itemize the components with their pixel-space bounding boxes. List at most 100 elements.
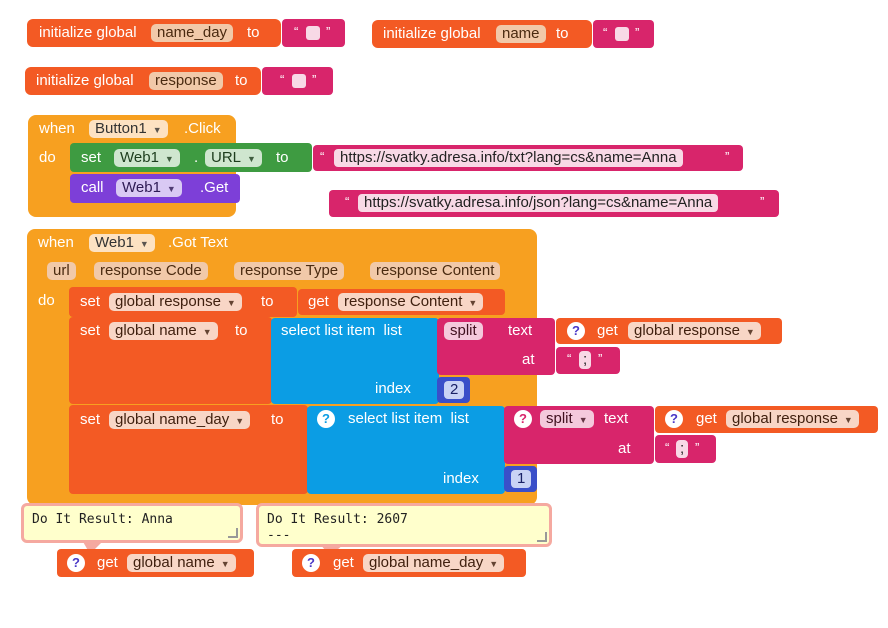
number-field[interactable]: 2: [444, 381, 465, 399]
variable-dropdown[interactable]: global name_day▼: [363, 554, 505, 572]
component-dropdown[interactable]: Button1▼: [89, 120, 168, 138]
variable-dropdown[interactable]: global response▼: [726, 410, 859, 428]
separator-field[interactable]: ;: [579, 351, 592, 369]
empty-string-block[interactable]: “ ”: [282, 19, 345, 47]
component-dropdown[interactable]: Web1▼: [116, 179, 182, 197]
split-dropdown[interactable]: split▼: [540, 410, 594, 428]
do-label: do: [39, 149, 56, 166]
init-global-response-block[interactable]: initialize global response to: [25, 67, 261, 95]
variable-name: global response: [732, 410, 838, 427]
empty-string-block[interactable]: “ ”: [262, 67, 333, 95]
empty-string-field[interactable]: [306, 26, 320, 40]
variable-name-field[interactable]: response: [149, 72, 223, 90]
empty-string-field[interactable]: [292, 74, 306, 88]
number-field[interactable]: 1: [511, 470, 532, 488]
question-mark-icon[interactable]: ?: [302, 554, 320, 572]
variable-dropdown[interactable]: response Content▼: [338, 293, 484, 311]
question-mark-icon[interactable]: ?: [514, 410, 532, 428]
variable-dropdown[interactable]: global response ▼: [628, 322, 761, 340]
chevron-down-icon: ▼: [489, 559, 499, 569]
set-label: set: [80, 293, 101, 310]
chevron-down-icon: ▼: [139, 239, 149, 249]
variable-dropdown[interactable]: global name_day▼: [109, 411, 251, 429]
list-label: list: [383, 322, 402, 339]
chevron-down-icon: ▼: [247, 154, 256, 164]
text-label: text: [604, 410, 629, 427]
separator-field[interactable]: ;: [676, 440, 689, 458]
init-global-name-block[interactable]: initialize global name to: [372, 20, 592, 48]
param-response-code[interactable]: response Code: [94, 262, 208, 280]
event-name: .Click: [184, 120, 221, 137]
url-string-field[interactable]: https://svatky.adresa.info/txt?lang=cs&n…: [334, 149, 683, 167]
to-label: to: [235, 72, 248, 89]
select-list-item-block[interactable]: select list item list index: [271, 318, 439, 404]
at-label: at: [522, 351, 535, 368]
loose-json-url-text-block[interactable]: “ https://svatky.adresa.info/json?lang=c…: [329, 190, 779, 217]
variable-name: global response: [634, 322, 740, 339]
init-label: initialize global: [383, 25, 481, 42]
to-label: to: [235, 322, 248, 339]
variable-dropdown[interactable]: global name▼: [109, 322, 218, 340]
open-quote: “: [567, 351, 572, 366]
component-dropdown[interactable]: Web1 ▼: [89, 234, 155, 252]
get-global-name-day-block[interactable]: ? get global name_day▼: [292, 549, 526, 577]
param-url[interactable]: url: [47, 262, 76, 280]
separator-text-block[interactable]: “ ; ”: [556, 347, 620, 374]
do-it-result-bubble: Do It Result: 2607 ---: [256, 503, 552, 547]
question-mark-icon[interactable]: ?: [567, 322, 585, 340]
split-dropdown[interactable]: split: [444, 322, 483, 340]
variable-dropdown[interactable]: global response▼: [109, 293, 242, 311]
variable-name-field[interactable]: name_day: [151, 24, 234, 42]
chevron-down-icon: ▼: [202, 327, 212, 337]
split-block[interactable]: ? split▼ text at: [504, 406, 654, 464]
set-global-name-block[interactable]: set global name▼ to: [69, 317, 272, 404]
to-label: to: [556, 25, 569, 42]
property-dropdown[interactable]: URL▼: [205, 149, 262, 167]
list-label: list: [450, 410, 469, 427]
get-global-response-block[interactable]: ? get global response▼: [655, 406, 878, 433]
get-global-name-block[interactable]: ? get global name▼: [57, 549, 254, 577]
chevron-down-icon: ▼: [152, 125, 162, 135]
set-global-response-block[interactable]: set global response▼ to: [69, 287, 297, 317]
split-label: split: [546, 410, 573, 427]
get-global-response-block[interactable]: ? get global response ▼: [556, 318, 782, 344]
open-quote: “: [665, 440, 670, 455]
empty-string-block[interactable]: “ ”: [593, 20, 654, 48]
init-label: initialize global: [39, 24, 137, 41]
close-quote: ”: [725, 149, 730, 164]
select-list-item-block[interactable]: ? select list item list index: [307, 406, 505, 494]
call-label: call: [81, 179, 104, 196]
question-mark-icon[interactable]: ?: [665, 410, 683, 428]
open-quote: “: [603, 25, 608, 40]
empty-string-field[interactable]: [615, 27, 629, 41]
number-block[interactable]: 2: [437, 377, 470, 403]
set-global-name-day-block[interactable]: set global name_day▼ to: [69, 405, 308, 494]
get-response-content-block[interactable]: get response Content▼: [298, 289, 505, 315]
component-name: Web1: [95, 234, 134, 251]
variable-name: global response: [115, 293, 221, 310]
number-block[interactable]: 1: [504, 466, 537, 492]
get-label: get: [597, 322, 618, 339]
question-mark-icon[interactable]: ?: [317, 410, 335, 428]
variable-name-field[interactable]: name: [496, 25, 546, 43]
event-name: .Got Text: [168, 234, 228, 251]
split-block[interactable]: split text at: [437, 318, 555, 375]
variable-dropdown[interactable]: global name▼: [127, 554, 236, 572]
call-web1-get-block[interactable]: call Web1▼ .Get: [70, 174, 240, 203]
chevron-down-icon: ▼: [220, 559, 230, 569]
resize-handle[interactable]: [228, 528, 238, 538]
question-mark-icon[interactable]: ?: [67, 554, 85, 572]
set-web1-url-block[interactable]: set Web1▼ . URL▼ to: [70, 143, 312, 172]
param-response-content[interactable]: response Content: [370, 262, 501, 280]
separator-text-block[interactable]: “ ; ”: [655, 435, 716, 463]
chevron-down-icon: ▼: [745, 327, 755, 337]
select-label: select list item: [348, 410, 443, 427]
resize-handle[interactable]: [537, 532, 547, 542]
init-global-name-day-block[interactable]: initialize global name_day to: [27, 19, 281, 47]
do-label: do: [38, 292, 55, 309]
result-separator: ---: [267, 528, 291, 543]
url-string-field[interactable]: https://svatky.adresa.info/json?lang=cs&…: [358, 194, 719, 212]
param-response-type[interactable]: response Type: [234, 262, 345, 280]
url-text-block[interactable]: “ https://svatky.adresa.info/txt?lang=cs…: [313, 145, 743, 171]
component-dropdown[interactable]: Web1▼: [114, 149, 180, 167]
